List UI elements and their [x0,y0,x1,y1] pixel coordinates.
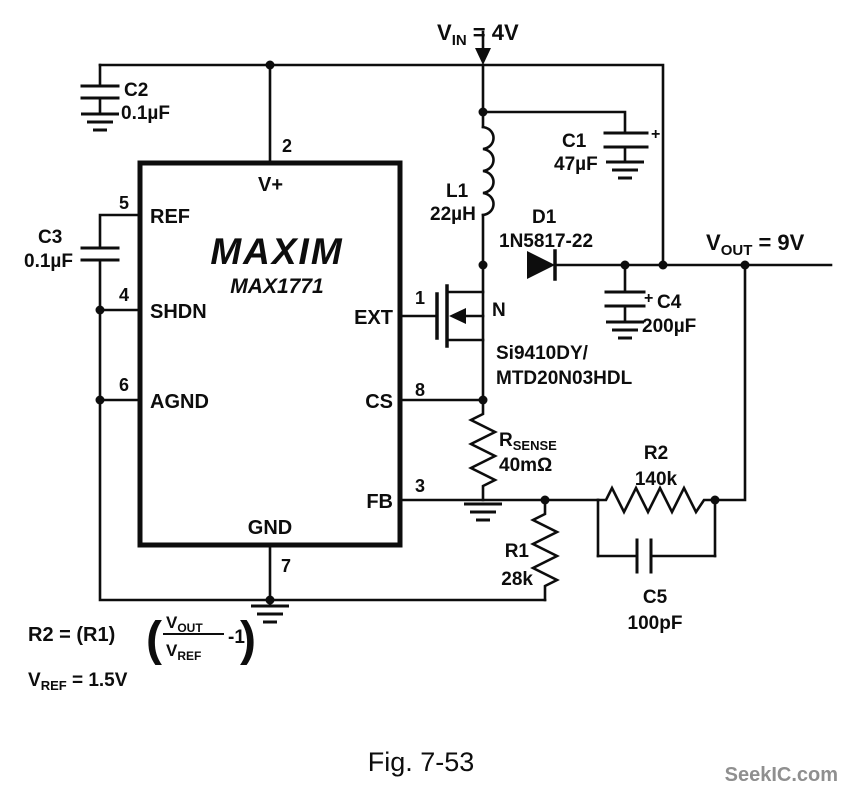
inductor-l1-value: 22µH [430,204,476,225]
vout-label: VOUT = 9V [706,230,805,259]
inductor-l1-ref: L1 [446,181,469,202]
cap-c4-ref: C4 [657,292,682,313]
ic-pin-label-ref: REF [150,206,190,228]
rsense-value: 40mΩ [499,455,552,476]
resistor-r2-symbol [596,485,717,558]
diode-d1-ref: D1 [532,207,557,228]
pin-number-7: 7 [281,556,291,576]
ic-max1771-body [137,160,403,548]
cap-c1-polarity: + [651,126,660,143]
rsense-ref: RSENSE [499,430,557,453]
resistor-r2-value: 140k [635,469,678,490]
ic-pin-label-agnd: AGND [150,391,209,413]
cap-c2-ref: C2 [124,80,148,101]
cap-c2-value: 0.1µF [121,103,170,124]
vin-arrow [475,30,491,65]
diode-d1-value: 1N5817-22 [499,231,593,252]
ic-pin-label-ext: EXT [354,307,393,329]
diode-d1-symbol [527,249,557,281]
pin-number-2: 2 [282,136,292,156]
vref-label: VREF = 1.5V [28,670,128,693]
pin-number-4: 4 [119,285,129,305]
ic-pin-label-shdn: SHDN [150,301,207,323]
mosfet-part-line2: MTD20N03HDL [496,368,633,389]
resistor-r1-symbol [530,498,560,602]
inductor-l1-symbol [481,125,495,217]
figure-caption: Fig. 7-53 [368,747,475,777]
formula-denominator: VREF [166,641,201,663]
cap-c5-ref: C5 [643,587,668,608]
capacitor-c5-symbol [596,538,717,574]
cap-c1-ref: C1 [562,131,587,152]
pin-number-5: 5 [119,193,129,213]
capacitor-c3-symbol [80,246,120,262]
ic-pin-label-cs: CS [365,391,393,413]
ic-pin-label-fb: FB [366,491,393,513]
ic-pin-label-vplus: V+ [258,174,283,196]
formula-lhs: R2 = (R1) [28,624,115,646]
cap-c5-value: 100pF [628,613,683,634]
formula-tail: -1 [228,627,245,648]
formula-paren-close: ) [240,613,256,666]
cap-c3-ref: C3 [38,227,62,248]
cap-c4-polarity: + [644,290,653,307]
formula-paren-open: ( [146,613,162,666]
watermark: SeekIC.com [725,764,838,786]
ic-part-number: MAX1771 [230,275,323,298]
resistor-rsense-symbol [468,398,498,502]
mosfet-channel-label: N [492,300,506,321]
pin-number-1: 1 [415,288,425,308]
cap-c3-value: 0.1µF [24,251,73,272]
mosfet-symbol [435,284,485,348]
ic-pin-label-gnd: GND [248,517,292,539]
cap-c1-value: 47µF [554,154,598,175]
design-formula: R2 = (R1) ( VOUT VREF -1 ) VREF = 1.5V [28,613,256,693]
formula-numerator: VOUT [166,613,203,635]
resistor-r2-ref: R2 [644,443,668,464]
pin-number-3: 3 [415,476,425,496]
pin-number-8: 8 [415,380,425,400]
resistor-r1-ref: R1 [505,541,530,562]
vin-label: VIN = 4V [437,20,519,49]
pin-number-6: 6 [119,375,129,395]
capacitor-c2-symbol [80,84,120,100]
mosfet-part-line1: Si9410DY/ [496,343,589,364]
maxim-logo: MAXIM [210,231,343,272]
resistor-r1-value: 28k [501,569,533,590]
capacitor-c4-symbol [604,290,646,308]
capacitor-c1-symbol [603,131,649,149]
cap-c4-value: 200µF [642,316,696,337]
junction-dots [95,60,750,605]
